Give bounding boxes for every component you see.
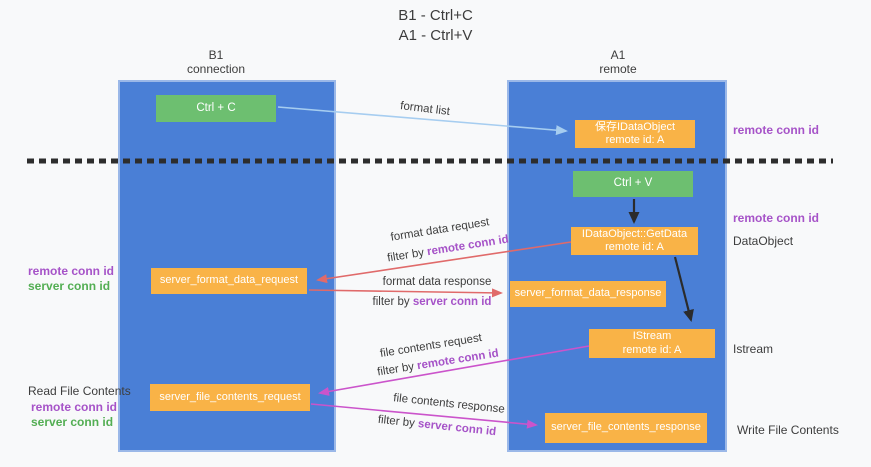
- server-format-data-request-box: server_format_data_request: [151, 268, 307, 294]
- server-file-contents-response-label: server_file_contents_response: [551, 421, 701, 434]
- istream-line1: IStream: [632, 330, 672, 342]
- left-format-remote-conn-id: remote conn id: [28, 264, 115, 278]
- column-a1-name: A1: [610, 48, 626, 62]
- format-data-response-label: format data response: [382, 276, 492, 288]
- right-write-file-contents-label: Write File Contents: [737, 423, 839, 437]
- server-format-data-request-label: server_format_data_request: [159, 274, 299, 287]
- server-file-contents-request-label: server_file_contents_request: [159, 390, 301, 403]
- server-conn-id-key: server conn id: [417, 418, 497, 439]
- getdata-line1: IDataObject::GetData: [581, 227, 688, 240]
- file-contents-response-label: file contents response: [392, 392, 506, 416]
- filter-by-prefix: filter by: [386, 246, 429, 265]
- istream-box: IStream remote id: A: [589, 329, 715, 358]
- column-b1-name: B1: [208, 48, 224, 62]
- title-line-2: A1 - Ctrl+V: [398, 27, 473, 44]
- diagram-title: B1 - Ctrl+C A1 - Ctrl+V: [0, 6, 871, 46]
- server-format-data-response-box: server_format_data_response: [510, 281, 666, 307]
- save-dataobject-line1: 保存IDataObject: [594, 120, 676, 133]
- ctrl-v-label: Ctrl + V: [613, 177, 653, 190]
- getdata-line2: remote id: A: [605, 241, 664, 253]
- right-remote-conn-id-top: remote conn id: [733, 123, 820, 137]
- right-istream-label: Istream: [733, 342, 774, 356]
- format-data-response-arrow: [308, 288, 503, 298]
- ctrl-v-box: Ctrl + V: [573, 171, 693, 197]
- column-header-b1: B1 connection: [187, 48, 245, 76]
- filter-by-prefix: filter by: [377, 413, 419, 430]
- ctrl-c-box: Ctrl + C: [156, 95, 276, 122]
- filter-by-prefix: filter by: [372, 296, 413, 308]
- filter-by-prefix: filter by: [376, 360, 419, 379]
- save-dataobject-box: 保存IDataObject remote id: A: [575, 120, 695, 148]
- left-file-server-conn-id: server conn id: [31, 415, 114, 429]
- column-header-a1: A1 remote: [599, 48, 636, 76]
- getdata-box: IDataObject::GetData remote id: A: [571, 227, 698, 255]
- server-file-contents-response-box: server_file_contents_response: [545, 413, 707, 443]
- istream-line2: remote id: A: [622, 343, 682, 356]
- file-contents-response-filter-label: filter by server conn id: [377, 414, 496, 438]
- ctrl-c-label: Ctrl + C: [196, 101, 236, 114]
- right-dataobject-label: DataObject: [733, 234, 794, 248]
- left-format-server-conn-id: server conn id: [28, 279, 111, 293]
- column-b1-role: connection: [186, 62, 246, 76]
- server-file-contents-request-box: server_file_contents_request: [150, 384, 310, 411]
- column-a1-role: remote: [599, 62, 637, 76]
- format-list-label: format list: [399, 100, 451, 118]
- remote-conn-id-key: remote conn id: [426, 233, 510, 259]
- save-dataobject-line2: remote id: A: [605, 134, 665, 146]
- left-read-file-contents-label: Read File Contents: [28, 384, 131, 398]
- left-file-remote-conn-id: remote conn id: [31, 400, 118, 414]
- server-conn-id-key: server conn id: [412, 296, 492, 308]
- format-data-response-filter-label: filter by server conn id: [373, 296, 492, 308]
- title-line-1: B1 - Ctrl+C: [398, 7, 473, 24]
- right-remote-conn-id-mid: remote conn id: [733, 211, 820, 225]
- server-format-data-response-label: server_format_data_response: [514, 287, 662, 300]
